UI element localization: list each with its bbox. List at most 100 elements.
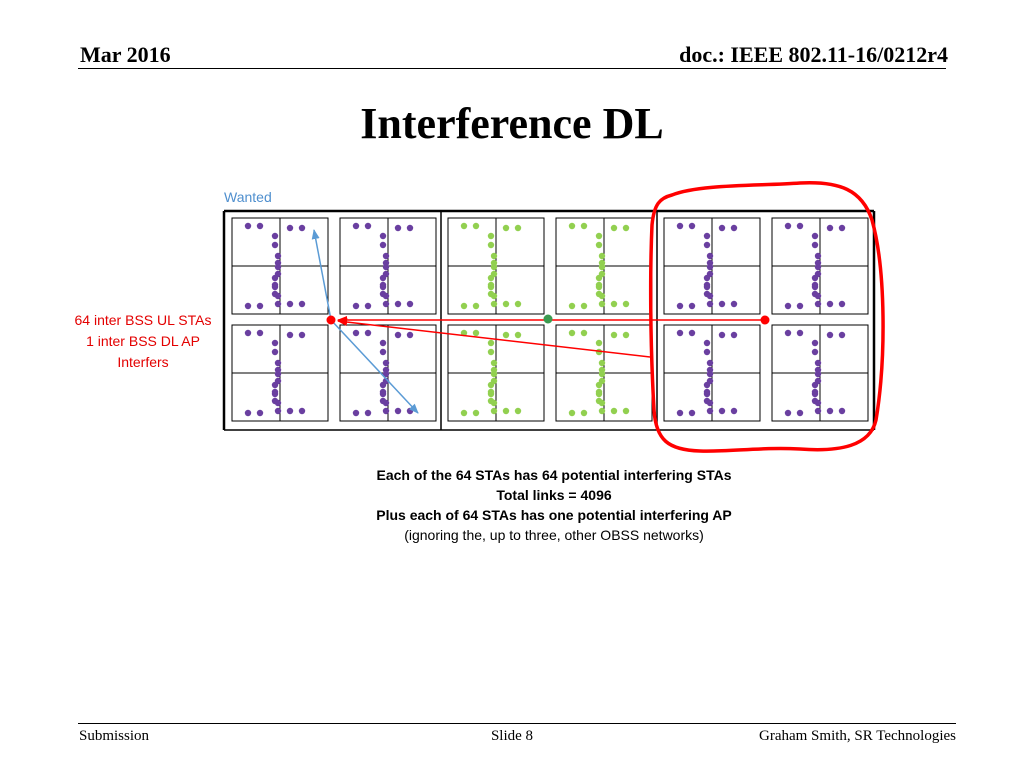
sta-dot bbox=[610, 224, 618, 232]
sta-dot bbox=[256, 302, 264, 310]
sta-dot bbox=[703, 339, 711, 347]
sta-dot bbox=[364, 302, 372, 310]
sta-dot bbox=[394, 407, 402, 415]
sta-dot bbox=[622, 224, 630, 232]
sta-dot bbox=[487, 339, 495, 347]
sta-dot bbox=[490, 300, 498, 308]
sta-dot bbox=[706, 399, 714, 407]
sta-dot bbox=[706, 252, 714, 260]
caption-line-1: Each of the 64 STAs has 64 potential int… bbox=[376, 467, 732, 483]
caption-line-4: (ignoring the, up to three, other OBSS n… bbox=[404, 527, 704, 543]
sta-dot bbox=[598, 407, 606, 415]
sta-dot bbox=[274, 407, 282, 415]
sta-dot bbox=[382, 370, 390, 378]
bss-cell bbox=[339, 217, 437, 315]
access-point-interferer bbox=[760, 315, 770, 325]
bss-cell bbox=[447, 324, 545, 422]
sta-dot bbox=[784, 222, 792, 230]
sta-dot bbox=[514, 224, 522, 232]
interference-label: 64 inter BSS UL STAs 1 inter BSS DL AP I… bbox=[58, 310, 228, 373]
sta-dot bbox=[487, 348, 495, 356]
access-point-green bbox=[543, 314, 553, 324]
sta-dot bbox=[271, 348, 279, 356]
sta-dot bbox=[814, 359, 822, 367]
sta-dot bbox=[595, 274, 603, 282]
sta-dot bbox=[568, 222, 576, 230]
sta-dot bbox=[490, 252, 498, 260]
sta-dot bbox=[568, 302, 576, 310]
sta-dot bbox=[286, 300, 294, 308]
sta-dot bbox=[274, 300, 282, 308]
sta-dot bbox=[568, 409, 576, 417]
sta-dot bbox=[460, 302, 468, 310]
wanted-link-down bbox=[330, 319, 419, 414]
sta-dot bbox=[814, 370, 822, 378]
sta-dot bbox=[598, 263, 606, 271]
bss-cell bbox=[771, 324, 869, 422]
sta-dot bbox=[811, 283, 819, 291]
sta-dot bbox=[406, 224, 414, 232]
sta-dot bbox=[490, 407, 498, 415]
sta-dot bbox=[256, 329, 264, 337]
sta-dot bbox=[838, 407, 846, 415]
sta-dot bbox=[580, 329, 588, 337]
sta-dot bbox=[718, 407, 726, 415]
sta-dot bbox=[688, 409, 696, 417]
bss-cells bbox=[231, 217, 869, 422]
sta-dot bbox=[379, 348, 387, 356]
sta-dot bbox=[472, 222, 480, 230]
sta-dot bbox=[298, 407, 306, 415]
sta-dot bbox=[502, 331, 510, 339]
wanted-label: Wanted bbox=[224, 189, 272, 205]
sta-dot bbox=[352, 302, 360, 310]
sta-dot bbox=[244, 409, 252, 417]
sta-dot bbox=[610, 300, 618, 308]
sta-dot bbox=[382, 399, 390, 407]
sta-dot bbox=[406, 300, 414, 308]
sta-dot bbox=[286, 224, 294, 232]
sta-dot bbox=[703, 390, 711, 398]
sta-dot bbox=[706, 263, 714, 271]
sta-dot bbox=[394, 300, 402, 308]
sta-dot bbox=[490, 359, 498, 367]
sta-dot bbox=[502, 300, 510, 308]
sta-dot bbox=[394, 331, 402, 339]
sta-dot bbox=[598, 370, 606, 378]
bss-cell bbox=[231, 324, 329, 422]
sta-dot bbox=[286, 407, 294, 415]
wanted-link-up bbox=[311, 229, 332, 321]
sta-dot bbox=[814, 263, 822, 271]
bss-cell bbox=[555, 217, 653, 315]
sta-dot bbox=[730, 300, 738, 308]
sta-dot bbox=[811, 339, 819, 347]
sta-dot bbox=[784, 302, 792, 310]
sta-dot bbox=[298, 300, 306, 308]
sta-dot bbox=[814, 407, 822, 415]
sta-dot bbox=[706, 370, 714, 378]
sta-dot bbox=[379, 241, 387, 249]
sta-dot bbox=[256, 409, 264, 417]
sta-dot bbox=[826, 407, 834, 415]
sta-dot bbox=[379, 283, 387, 291]
sta-dot bbox=[286, 331, 294, 339]
sta-dot bbox=[271, 381, 279, 389]
sta-dot bbox=[487, 283, 495, 291]
interference-label-line-1: 64 inter BSS UL STAs bbox=[74, 312, 212, 328]
sta-dot bbox=[814, 399, 822, 407]
sta-dot bbox=[814, 252, 822, 260]
interference-label-line-3: Interfers bbox=[117, 354, 169, 370]
sta-dot bbox=[784, 329, 792, 337]
sta-dot bbox=[730, 224, 738, 232]
sta-dot bbox=[811, 390, 819, 398]
sta-dot bbox=[490, 399, 498, 407]
sta-dot bbox=[382, 263, 390, 271]
sta-dot bbox=[271, 232, 279, 240]
sta-dot bbox=[730, 331, 738, 339]
sta-dot bbox=[502, 407, 510, 415]
sta-dot bbox=[490, 263, 498, 271]
header-date: Mar 2016 bbox=[80, 42, 171, 67]
sta-dot bbox=[352, 409, 360, 417]
sta-dot bbox=[796, 409, 804, 417]
sta-dot bbox=[244, 222, 252, 230]
sta-dot bbox=[676, 409, 684, 417]
